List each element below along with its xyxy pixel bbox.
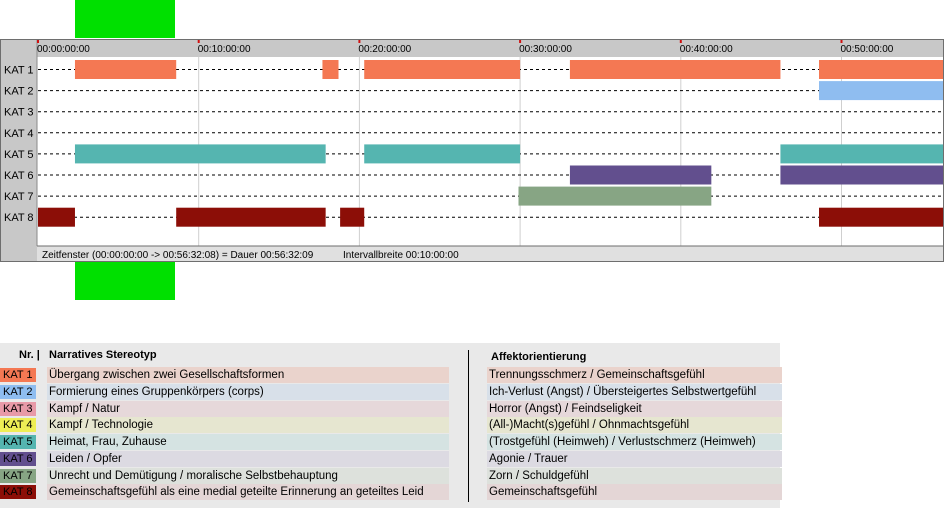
time-tick-label: 00:10:00:00 <box>198 44 251 55</box>
category-label: KAT 6 <box>4 170 34 182</box>
legend-category-badge: KAT 8 <box>0 485 36 500</box>
legend-affekt-text: (All-)Macht(s)gefühl / Ohnmachtsgefühl <box>487 417 782 434</box>
segment-bar <box>364 60 521 79</box>
legend-row: KAT 8 Gemeinschaftsgefühl als eine medial… <box>0 484 782 501</box>
timeline-panel: KAT 1 KAT 2 KAT 3 KAT 4 KAT 5 KAT 6 KAT 7 KAT 8… <box>0 39 944 262</box>
segment-bars <box>38 60 943 227</box>
time-tick-label: 00:50:00:00 <box>841 44 894 55</box>
category-label: KAT 8 <box>4 212 34 224</box>
legend-category-badge: KAT 3 <box>0 401 36 416</box>
legend-category-badge: KAT 5 <box>0 435 36 449</box>
legend-row: KAT 1 Übergang zwischen zwei Gesellschaft… <box>0 367 782 383</box>
segment-bar <box>569 165 712 185</box>
category-label: KAT 2 <box>4 86 34 98</box>
legend-row: KAT 6 Leiden / Opfer Agonie / Trauer <box>0 450 782 467</box>
legend-stereotyp-text: Übergang zwischen zwei Gesellschaftsform… <box>47 367 449 383</box>
segment-bar <box>74 60 177 79</box>
legend-affekt-text: Gemeinschaftsgefühl <box>487 484 782 501</box>
segment-bar <box>569 60 781 79</box>
segment-bar <box>74 144 326 164</box>
status-bar <box>37 246 943 261</box>
category-legend: Nr. | Narratives Stereotyp Affektorienti… <box>0 343 782 508</box>
legend-row: KAT 7 Unrecht und Demütigung / moralische… <box>0 467 782 484</box>
legend-row: KAT 5 Heimat, Frau, Zuhause (Trostgefühl (… <box>0 434 782 450</box>
tick-mark <box>37 40 39 43</box>
time-axis: 00:00:00:00 00:10:00:00 00:20:00:00 00:30:0… <box>37 40 894 55</box>
time-window-marker-bottom <box>75 262 175 300</box>
segment-bar <box>518 186 712 206</box>
segment-bar <box>780 144 943 164</box>
legend-category-badge: KAT 1 <box>0 368 36 382</box>
category-label: KAT 1 <box>4 65 34 77</box>
timeline-chart: KAT 1 KAT 2 KAT 3 KAT 4 KAT 5 KAT 6 KAT 7 KAT 8… <box>4 40 943 261</box>
legend-row: KAT 2 Formierung eines Gruppenkörpers (co… <box>0 383 782 400</box>
time-tick-label: 00:40:00:00 <box>680 44 733 55</box>
time-tick-label: 00:30:00:00 <box>519 44 572 55</box>
legend-row: KAT 4 Kampf / Technologie (All-)Macht(s)ge… <box>0 417 782 434</box>
status-window-text: Zeitfenster (00:00:00:00 -> 00:56:32:08)… <box>42 250 314 261</box>
category-label: KAT 7 <box>4 191 34 203</box>
legend-stereotyp-text: Heimat, Frau, Zuhause <box>47 434 449 450</box>
legend-stereotyp-text: Kampf / Natur <box>47 400 449 417</box>
legend-row: KAT 3 Kampf / Natur Horror (Angst) / Feind… <box>0 400 782 417</box>
legend-header-nr: Nr. | <box>19 349 40 361</box>
legend-stereotyp-text: Unrecht und Demütigung / moralische Selb… <box>47 467 449 484</box>
status-interval-text: Intervallbreite 00:10:00:00 <box>343 250 459 261</box>
legend-stereotyp-text: Kampf / Technologie <box>47 417 449 434</box>
legend-stereotyp-text: Leiden / Opfer <box>47 450 449 467</box>
time-window-marker-top <box>75 0 175 38</box>
time-tick-label: 00:00:00:00 <box>37 44 90 55</box>
tick-mark <box>358 40 361 43</box>
segment-bar <box>819 207 943 227</box>
legend-category-badge: KAT 7 <box>0 468 36 483</box>
legend-category-badge: KAT 6 <box>0 451 36 466</box>
legend-affekt-text: Trennungsschmerz / Gemeinschaftsgefühl <box>487 367 782 383</box>
segment-bar <box>819 81 943 101</box>
legend-affekt-text: Horror (Angst) / Feindseligkeit <box>487 400 782 417</box>
category-label: KAT 3 <box>4 107 34 119</box>
category-labels: KAT 1 KAT 2 KAT 3 KAT 4 KAT 5 KAT 6 KAT 7 KAT 8 <box>4 65 34 225</box>
tick-mark <box>679 40 682 43</box>
legend-stereotyp-text: Formierung eines Gruppenkörpers (corps) <box>47 383 449 400</box>
category-label: KAT 4 <box>4 128 34 140</box>
legend-affekt-text: Zorn / Schuldgefühl <box>487 467 782 484</box>
segment-bar <box>819 60 943 79</box>
tick-mark <box>197 40 200 43</box>
tick-mark <box>840 40 843 43</box>
legend-affekt-text: (Trostgefühl (Heimweh) / Verlustschmerz … <box>487 434 782 450</box>
legend-affekt-text: Agonie / Trauer <box>487 450 782 467</box>
tick-mark <box>519 40 522 43</box>
legend-header-affekt: Affektorientierung <box>491 351 587 363</box>
category-label: KAT 5 <box>4 149 34 161</box>
segment-bar <box>38 207 75 227</box>
segment-bar <box>780 165 943 185</box>
segment-bar <box>364 144 521 164</box>
legend-category-badge: KAT 4 <box>0 418 36 433</box>
segment-bar <box>322 60 339 79</box>
legend-header-stereotyp: Narratives Stereotyp <box>49 349 157 361</box>
segment-bar <box>340 207 365 227</box>
legend-stereotyp-text: Gemeinschaftsgefühl als eine medial gete… <box>47 484 449 501</box>
legend-affekt-text: Ich-Verlust (Angst) / Übersteigertes Sel… <box>487 383 782 400</box>
time-tick-label: 00:20:00:00 <box>358 44 411 55</box>
legend-category-badge: KAT 2 <box>0 384 36 399</box>
segment-bar <box>176 207 326 227</box>
legend-column-divider <box>468 350 469 502</box>
